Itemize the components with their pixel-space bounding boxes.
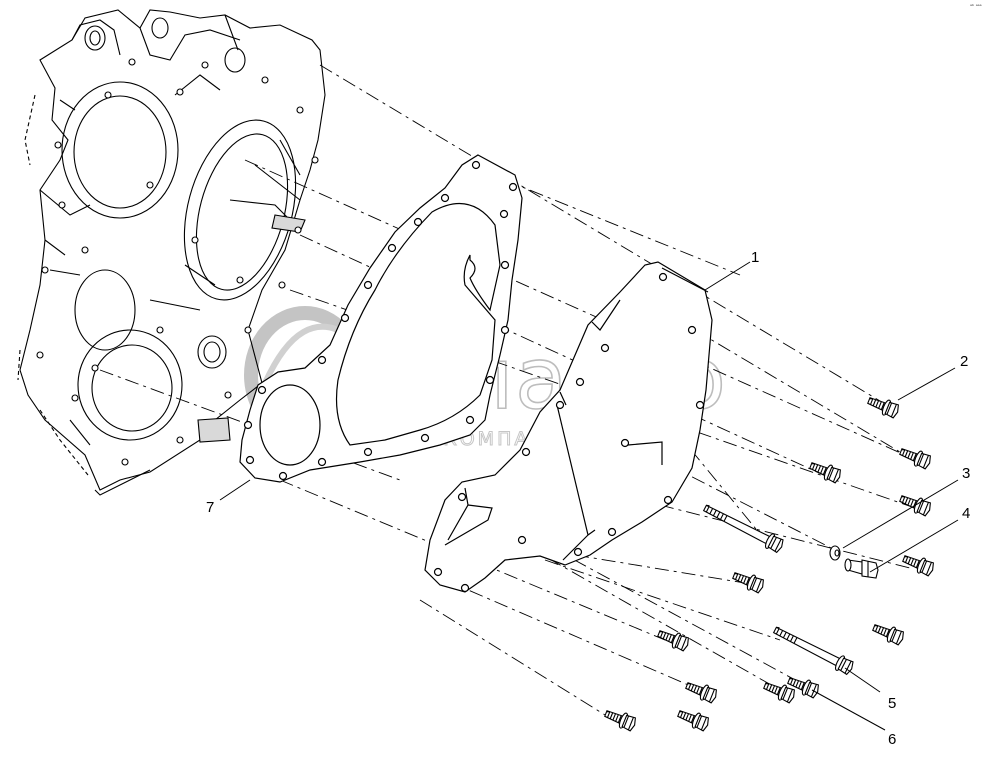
plug-4 [844,558,879,579]
bolt [900,550,937,579]
bolt-2 [865,392,902,421]
callout-labels: 1 2 3 4 5 6 7 [206,249,970,748]
callout-6: 6 [888,731,896,748]
long-bolt-5 [772,626,854,676]
bolt [683,677,720,706]
leader-lines [219,261,959,731]
bolt [602,705,639,734]
bolt [675,705,712,734]
corner-mark: ᵃᵇ ᵃᵃᵃ [970,4,982,10]
callout-2: 2 [960,353,968,370]
callout-1: 1 [751,249,759,266]
engine-block [17,9,326,496]
callout-5: 5 [888,695,896,712]
front-cover [424,261,713,593]
callout-3: 3 [962,465,970,482]
fasteners [602,392,937,734]
callout-4: 4 [962,505,970,522]
bolt [897,443,934,472]
callout-7: 7 [206,499,214,516]
bolt [870,619,907,648]
long-bolt [702,504,784,554]
bolt [807,457,844,486]
bolt [655,625,692,654]
gasket [239,154,523,483]
washer-3 [829,545,841,561]
